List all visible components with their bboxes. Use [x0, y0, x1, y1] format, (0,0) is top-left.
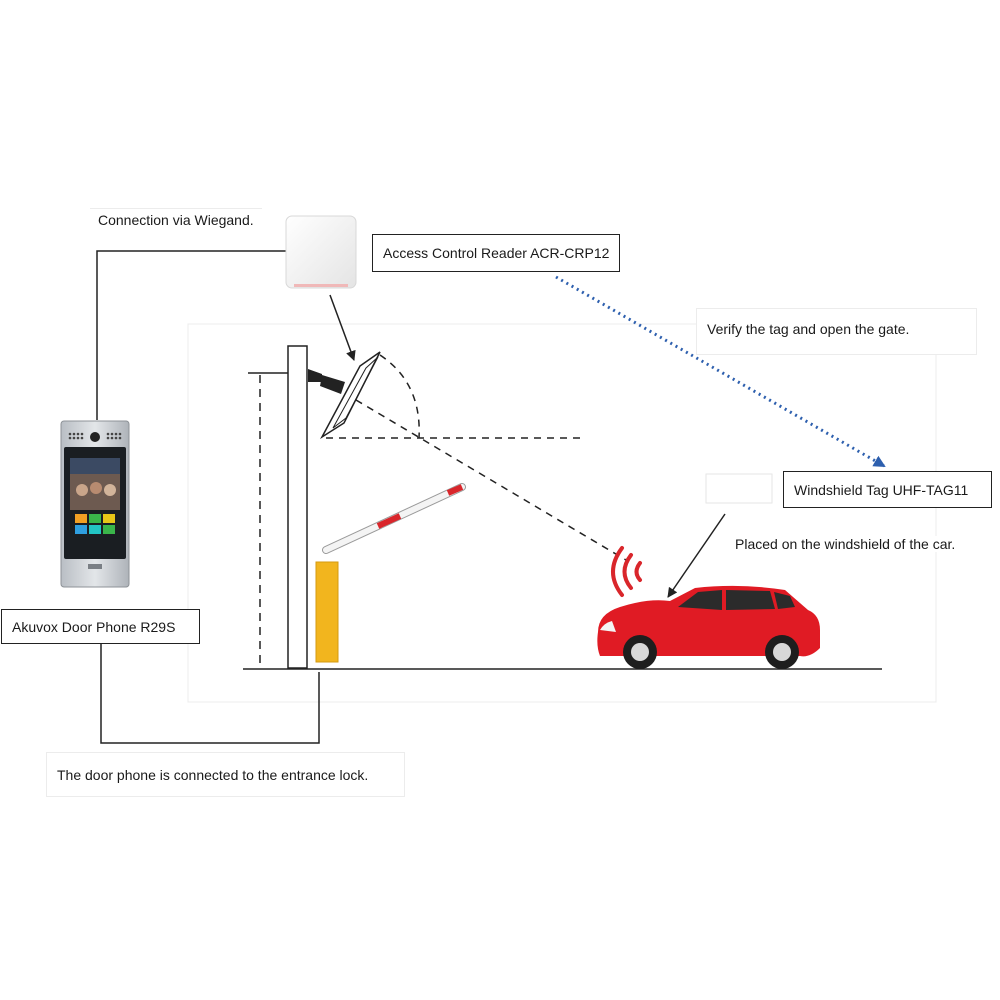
door-phone-label: Akuvox Door Phone R29S	[1, 609, 200, 644]
windshield-tag-icon	[705, 473, 773, 504]
tag-arrow	[667, 513, 726, 598]
connected-label: The door phone is connected to the entra…	[46, 752, 405, 797]
boom-barrier-icon	[315, 483, 466, 663]
mounted-reader-icon	[308, 351, 381, 440]
wiegand-label: Connection via Wiegand.	[90, 208, 262, 231]
tag-label: Windshield Tag UHF-TAG11	[783, 471, 992, 508]
radio-signal-icon	[611, 546, 642, 597]
placed-label: Placed on the windshield of the car.	[735, 536, 956, 552]
wiegand-wire	[96, 250, 296, 420]
lock-wire	[100, 642, 320, 744]
door-phone-icon	[60, 420, 130, 588]
reading-zone	[326, 354, 627, 561]
verify-label: Verify the tag and open the gate.	[696, 308, 977, 355]
reader-arrow	[329, 294, 356, 361]
rfid-reader-icon	[285, 215, 357, 289]
pole	[287, 345, 308, 669]
car-icon	[597, 585, 820, 669]
height-dimension	[248, 372, 288, 667]
reader-label: Access Control Reader ACR-CRP12	[372, 234, 621, 272]
